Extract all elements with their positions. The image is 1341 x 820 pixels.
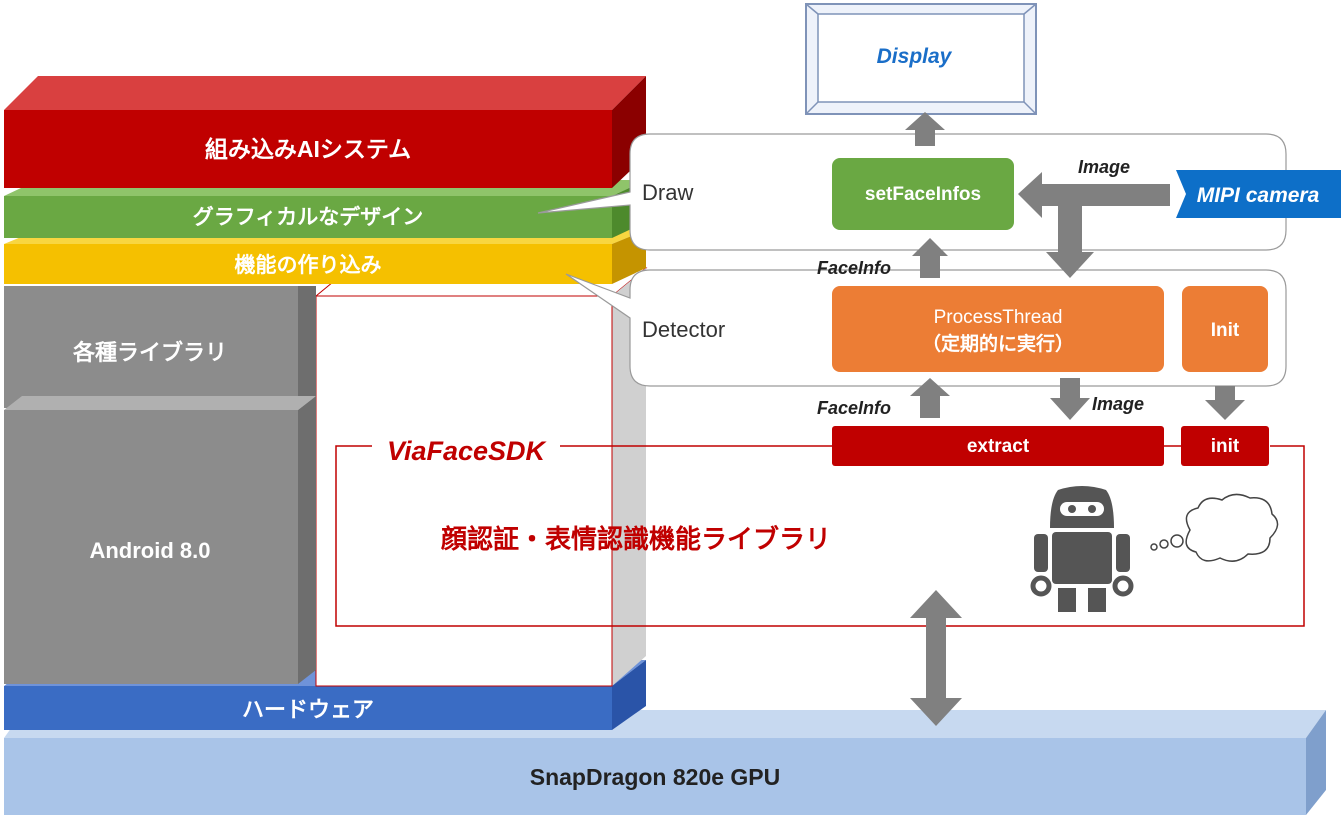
set-face-infos-label: setFaceInfos [865, 184, 981, 205]
android-label: Android 8.0 [89, 538, 210, 563]
thought-bubble-icon [1150, 493, 1279, 562]
camera-box: MIPI camera [1176, 170, 1341, 218]
camera-label: MIPI camera [1197, 184, 1320, 207]
arrow-left-camera [1018, 172, 1170, 218]
process-thread-line1: ProcessThread [934, 307, 1063, 328]
process-thread-box [832, 286, 1164, 372]
set-face-infos-box [832, 158, 1014, 230]
features-label: 機能の作り込み [235, 253, 382, 277]
sdk-frame: ViaFaceSDK 顔認証・表情認識機能ライブラリ [335, 436, 1305, 627]
extract-label: extract [967, 436, 1030, 457]
arrow-up-faceinfo [912, 238, 948, 278]
draw-callout: Draw setFaceInfos [537, 133, 1287, 251]
robot-icon [1030, 486, 1134, 612]
faceinfo-label-bottom: FaceInfo [817, 398, 891, 418]
draw-label: Draw [642, 180, 693, 205]
gpu-layer: SnapDragon 820e GPU [4, 710, 1326, 815]
libraries-block [4, 286, 298, 408]
faceinfo-label-top: FaceInfo [817, 258, 891, 278]
sdk-title: ViaFaceSDK [387, 436, 548, 466]
embedded-ai-label: 組み込みAIシステム [205, 136, 411, 162]
flow-arrows [905, 112, 1245, 726]
display-box: Display [805, 3, 1037, 115]
graphical-label: グラフィカルなデザイン [193, 205, 424, 229]
arrow-down-image [1046, 252, 1094, 278]
arrow-down-init [1205, 386, 1245, 420]
hardware-label: ハードウェア [242, 697, 374, 722]
arrow-down-image-bottom [1050, 378, 1090, 420]
image-label-top: Image [1078, 157, 1130, 177]
sdk-description: 顔認証・表情認識機能ライブラリ [441, 524, 831, 554]
display-label: Display [877, 45, 953, 68]
arrow-double-gpu [910, 590, 962, 726]
init-box-label: Init [1211, 320, 1240, 341]
arrow-up-display [905, 112, 945, 146]
image-label-bottom: Image [1092, 394, 1144, 414]
arrow-up-faceinfo-bottom [910, 378, 950, 418]
gpu-label: SnapDragon 820e GPU [530, 764, 781, 790]
init-box [1182, 286, 1268, 372]
features-layer: 機能の作り込み [4, 230, 646, 284]
init-bar [1181, 426, 1269, 466]
init-bar-label: init [1211, 436, 1240, 457]
detector-callout: Detector ProcessThread （定期的に実行） Init [565, 269, 1287, 387]
graphical-layer: グラフィカルなデザイン [4, 180, 646, 238]
embedded-ai-layer: 組み込みAIシステム [4, 76, 646, 188]
library-column: 各種ライブラリ Android 8.0 [4, 267, 648, 687]
android-block [4, 410, 298, 684]
extract-bar [832, 426, 1164, 466]
process-thread-line2: （定期的に実行） [922, 332, 1074, 355]
detector-label: Detector [642, 317, 725, 342]
libraries-label: 各種ライブラリ [72, 340, 227, 365]
